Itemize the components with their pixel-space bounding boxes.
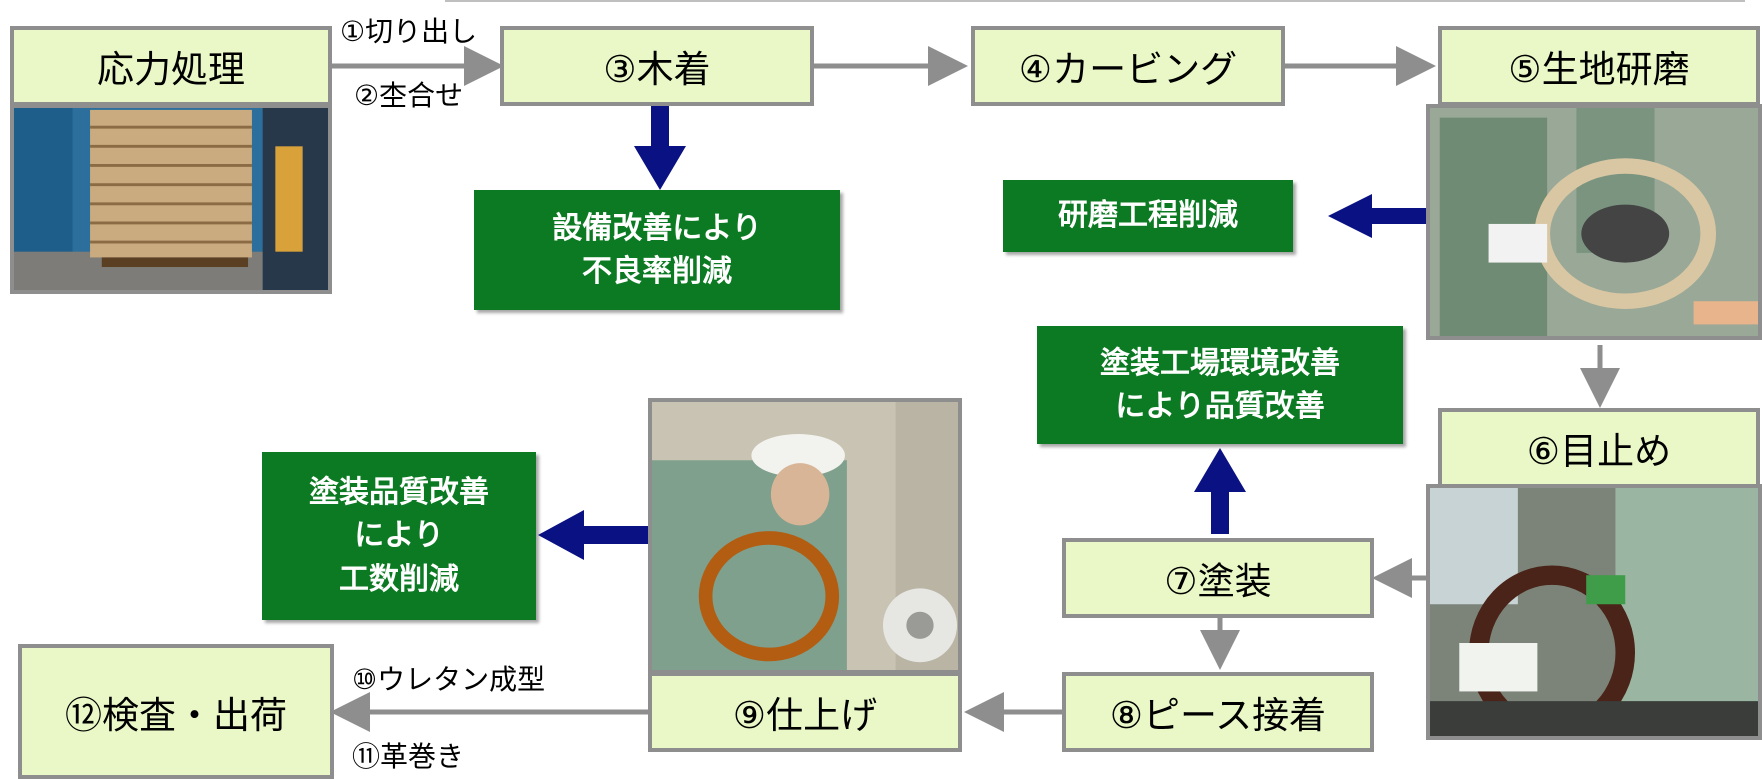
step-finishing-label: ⑨仕上げ [732,694,878,737]
step-carving-label: ④カービング [1018,48,1238,91]
improvement-equipment: 設備改善により 不良率削減 [474,190,840,310]
improvement-paint-environment-line-2: により品質改善 [1115,389,1325,424]
improvement-sanding-cut: 研磨工程削減 [1003,180,1293,252]
improvement-paint-environment-line-1: 塗装工場環境改善 [1100,345,1340,381]
finishing-steering-wheel-photo [648,398,962,674]
improvement-paint-quality: 塗装品質改善 により 工数削減 [262,452,536,620]
step-sanding: ⑤生地研磨 [1438,26,1760,106]
step-filling-label: ⑥目止め [1526,430,1672,473]
step-inspection-shipping-label: ⑫検査・出荷 [65,693,287,737]
improvement-paint-quality-line-3: 工数削減 [339,561,459,597]
label-leather: ⑪革巻き [352,740,465,773]
step-sanding-label: ⑤生地研磨 [1508,48,1690,91]
top-rule [445,0,1745,2]
sanding-steering-wheel-photo [1426,104,1762,340]
step-filling: ⑥目止め [1438,408,1760,488]
step-stress-relief: 応力処理 [10,26,332,106]
step-painting-label: ⑦塗装 [1164,560,1272,603]
filling-steering-wheel-photo [1426,484,1762,740]
step-stress-relief-label: 応力処理 [97,48,245,91]
step-piece-bonding-label: ⑧ピース接着 [1109,694,1327,737]
step-glue: ③木着 [500,26,814,106]
step-painting: ⑦塗装 [1062,538,1374,618]
step-finishing: ⑨仕上げ [648,672,962,752]
improvement-equipment-line-2: 不良率削減 [582,254,732,289]
arrow-painting-to-paint-env [1194,448,1246,534]
improvement-equipment-line-1: 設備改善により [552,210,762,246]
step-glue-label: ③木着 [603,48,711,91]
improvement-sanding-cut-line-1: 研磨工程削減 [1058,198,1238,234]
improvement-paint-environment: 塗装工場環境改善 により品質改善 [1037,326,1403,444]
step-carving: ④カービング [971,26,1285,106]
step-piece-bonding: ⑧ピース接着 [1062,672,1374,752]
arrow-sanding-to-sanding-cut [1328,194,1442,238]
arrow-glue-to-equipment [634,104,686,190]
improvement-paint-quality-line-2: により [354,518,444,554]
label-wood-matching: ②杢合せ [354,79,464,112]
step-inspection-shipping: ⑫検査・出荷 [18,644,334,779]
arrow-finishing-to-paint-quality [538,510,648,560]
improvement-paint-quality-line-1: 塗装品質改善 [309,474,489,510]
label-urethane: ⑩ウレタン成型 [352,663,546,696]
label-cutout: ①切り出し [340,15,478,48]
lumber-stack-photo [10,104,332,294]
